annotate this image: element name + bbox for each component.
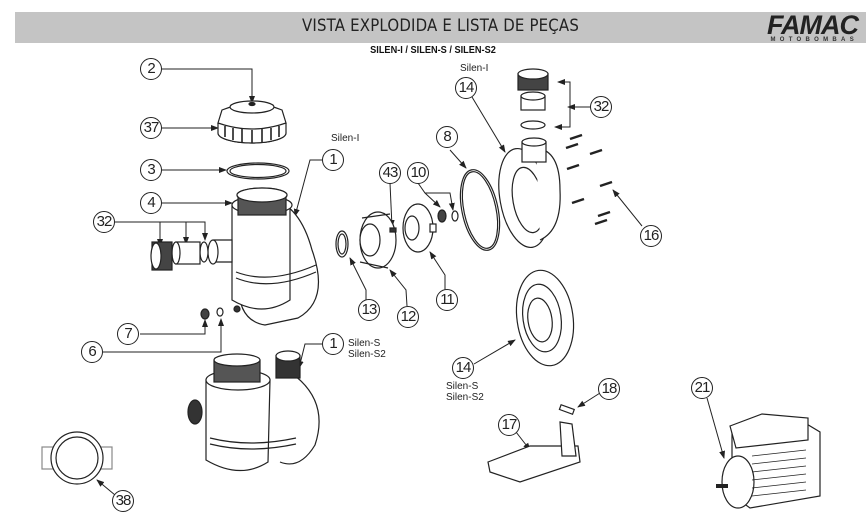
callout-2: 2 [140,58,162,80]
leader-10b [425,192,455,211]
callout-12: 12 [397,306,419,328]
leader-14a [471,96,506,153]
callout-14-silen-i: 14 [455,77,477,99]
leader-7 [140,319,208,335]
impeller-drawing [402,203,437,253]
leader-1b [297,343,322,369]
leader-10 [417,182,441,208]
leader-32b-2 [557,79,571,107]
leader-16 [612,189,643,227]
volute-oring-drawing [459,169,501,251]
pump-base-drawing [487,421,581,483]
leader-11 [429,251,446,290]
callout-7: 7 [117,323,139,345]
union-fitting-right-drawing [517,68,549,130]
strainer-body-silen-s-drawing [187,350,320,472]
callout-3: 3 [140,159,162,181]
callout-8: 8 [436,126,458,148]
callout-17: 17 [498,414,520,436]
leader-43 [388,182,395,228]
impeller-screw-drawing [389,227,397,233]
logo-tagline: MOTOBOMBAS [770,37,858,43]
callout-4: 4 [140,192,162,214]
leader-38 [96,479,116,496]
callout-38: 38 [112,490,134,512]
cover-oring-drawing [226,162,290,180]
callout-32-right: 32 [590,96,612,118]
variant-label-line: Silen-S [348,338,381,349]
bearing-ring-drawing [451,210,459,222]
variant-label-silen-i-body: Silen-I [331,133,360,144]
callout-21: 21 [691,377,713,399]
leader-32a [115,221,189,245]
leader-8 [449,149,467,169]
leader-lines [96,68,725,496]
page-title: VISTA EXPLODIDA E LISTA DE PEÇAS [301,16,580,36]
callout-1-silen-s: 1 [322,333,344,355]
callout-1-silen-i: 1 [322,149,344,171]
motor-drawing [716,413,821,509]
drain-oring-drawing [216,307,224,317]
leader-32b-3 [554,107,571,130]
leader-18 [577,392,601,408]
variant-label-line: Silen-S [446,381,479,392]
callout-14-silen-s: 14 [452,357,474,379]
famac-logo: FAMAC MOTOBOMBAS [744,8,864,44]
variant-label-silen-i-volute: Silen-I [460,63,489,74]
callout-18: 18 [598,378,620,400]
callout-32-left: 32 [93,211,115,233]
volute-silen-i-drawing [498,137,561,249]
header-bar: VISTA EXPLODIDA E LISTA DE PEÇAS [15,12,866,43]
leader-21 [706,397,725,459]
variant-label-silen-s-body: Silen-S Silen-S2 [348,338,386,360]
logo-brand: FAMAC [767,10,859,40]
callout-16: 16 [640,225,662,247]
callout-11: 11 [436,289,458,311]
leader-2 [162,68,255,104]
seal-plate-silen-s-drawing [515,269,575,367]
callout-43: 43 [379,162,401,184]
strainer-body-silen-i-drawing [213,187,319,326]
union-fitting-left-drawing [150,239,219,271]
callout-6: 6 [81,341,103,363]
leader-12 [389,269,408,307]
leader-13 [349,257,367,300]
variant-label-line: Silen-S2 [348,349,386,360]
drain-plug-drawing [200,308,210,320]
callout-13: 13 [358,299,380,321]
callout-10: 10 [407,162,429,184]
leader-6 [103,318,224,353]
variant-label-silen-s-volute: Silen-S Silen-S2 [446,381,484,403]
pump-cover-drawing [217,100,287,144]
base-pad-drawing [558,403,576,415]
variant-label-line: Silen-S2 [446,392,484,403]
clamp-ring-drawing [41,431,113,485]
bearing-drawing [437,209,447,223]
leader-14b [473,339,516,365]
leader-1a [293,159,322,217]
leader-32a-2 [186,221,208,241]
callout-37: 37 [140,117,162,139]
diffuser-drawing [359,211,397,269]
model-subtitle: SILEN-I / SILEN-S / SILEN-S2 [370,45,496,56]
bolts-drawing [565,133,613,226]
